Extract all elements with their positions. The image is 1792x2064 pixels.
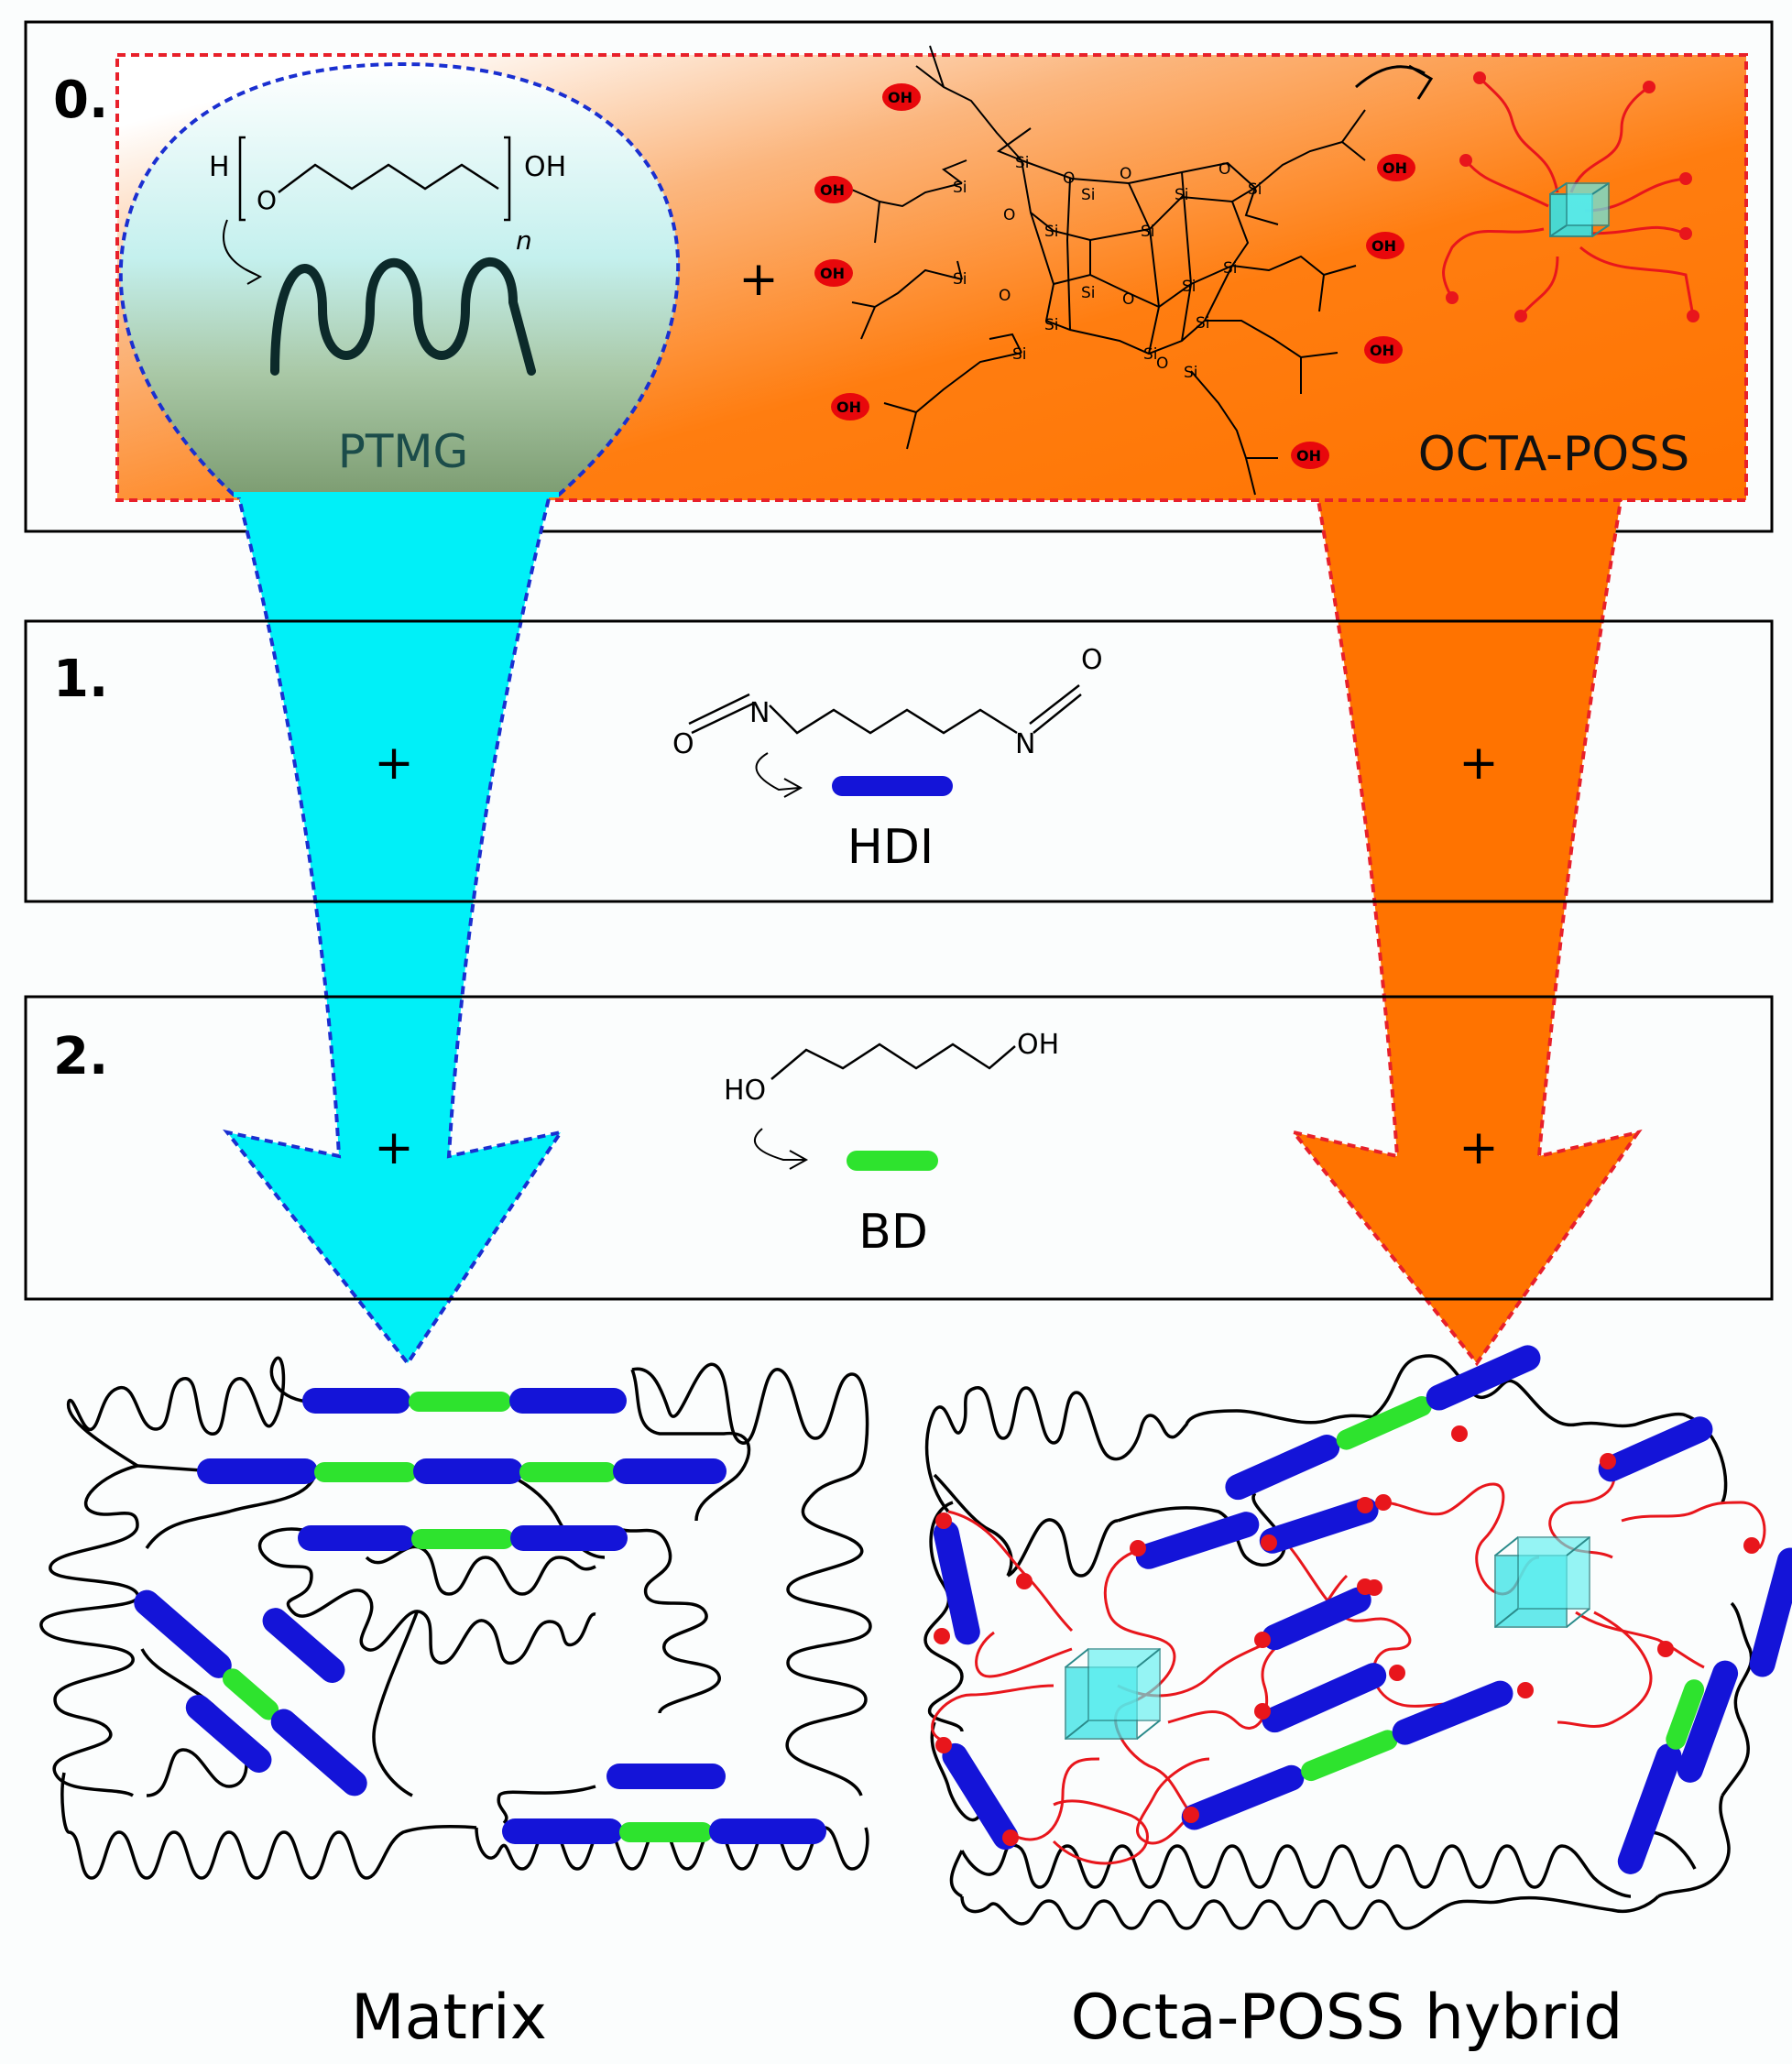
svg-text:Si: Si [1248,180,1262,199]
svg-text:H: H [209,151,230,183]
svg-text:O: O [1218,160,1230,179]
svg-text:Si: Si [1196,314,1210,333]
svg-text:Si: Si [1081,284,1096,302]
svg-text:O: O [1122,290,1134,309]
svg-text:O: O [1063,169,1075,188]
svg-text:Si: Si [1015,154,1030,172]
svg-text:n: n [516,225,532,256]
svg-text:Si: Si [1012,345,1027,364]
octa-poss-icon [1442,71,1699,322]
step-1-label: 1. [53,650,108,709]
svg-text:OH: OH [820,265,845,282]
svg-text:Si: Si [1175,186,1189,204]
hdi-label: HDI [847,820,934,875]
plus-sign: + [738,252,779,307]
ptmg-wave-icon [270,257,536,376]
matrix-label: Matrix [351,1982,547,2054]
octa-poss-hydroxyl-markers: OH OH OH OH OH OH OH OH [814,83,1415,469]
plus-sign-ptmg-step1: + [374,736,414,791]
step1-box [24,619,1774,903]
svg-text:Si: Si [1044,316,1059,334]
plus-sign-ptmg-step2: + [374,1120,414,1175]
poss-cube-icon-right [1494,1536,1590,1628]
svg-text:Si: Si [1143,345,1158,364]
poss-cube-icon-left [1065,1648,1161,1740]
step2-box [24,995,1774,1301]
svg-text:OH: OH [888,89,912,106]
ptmg-label: PTMG [338,425,469,478]
svg-text:Si: Si [953,270,967,289]
svg-text:Si: Si [1081,186,1096,204]
svg-text:O: O [672,728,694,760]
octa-poss-atoms: Si O Si O Si O Si Si O Si Si Si O Si O S… [953,154,1262,382]
svg-text:OH: OH [1296,447,1321,464]
svg-text:O: O [1156,355,1168,373]
svg-text:O: O [257,185,277,215]
ptmg-bubble [118,61,681,497]
svg-text:OH: OH [1371,237,1396,255]
octa-poss-label: OCTA-POSS [1418,427,1689,482]
svg-text:Si: Si [1184,364,1198,382]
octa-poss-hybrid-label: Octa-POSS hybrid [1071,1982,1623,2054]
svg-text:OH: OH [524,151,566,183]
svg-text:Si: Si [953,179,967,197]
svg-text:OH: OH [1370,342,1394,359]
octa-poss-structure [847,45,1366,496]
svg-text:O: O [1081,644,1103,676]
bd-segment-icon [847,1151,938,1171]
svg-text:Si: Si [1182,278,1196,296]
svg-text:OH: OH [1382,159,1407,177]
hdi-segment-icon [832,776,953,796]
svg-text:O: O [1003,206,1015,224]
svg-text:OH: OH [836,399,861,416]
svg-text:O: O [999,287,1011,305]
hdi-structure: N N O O HDI [672,644,1103,875]
bd-structure: HO OH BD [724,1029,1059,1260]
plus-sign-poss-step1: + [1459,736,1499,791]
svg-text:O: O [1120,165,1131,183]
svg-text:N: N [1015,728,1035,760]
octa-poss-arrow [1288,493,1643,1367]
ptmg-structure: H O OH n PTMG [209,136,566,478]
bd-label: BD [858,1205,928,1260]
svg-text:Si: Si [1223,259,1238,278]
svg-text:HO: HO [724,1075,766,1107]
svg-text:N: N [749,697,770,729]
svg-text:Si: Si [1141,223,1155,241]
svg-text:OH: OH [820,181,845,199]
matrix-illustration [39,1356,872,1880]
step-2-label: 2. [53,1027,108,1087]
svg-text:OH: OH [1017,1029,1059,1061]
step-0-label: 0. [53,71,108,130]
svg-text:Si: Si [1044,223,1059,241]
ptmg-arrow [223,493,565,1367]
plus-sign-poss-step2: + [1459,1120,1499,1175]
octa-poss-hybrid-illustration [923,1345,1792,1930]
